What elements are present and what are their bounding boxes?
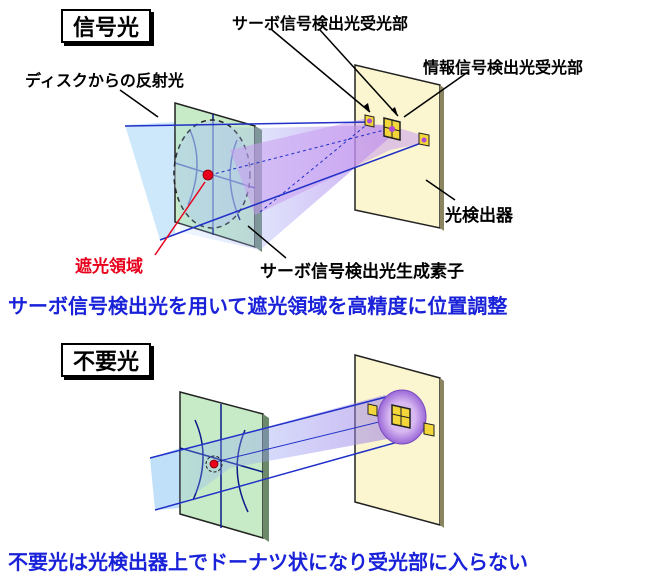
title-signal-light: 信号光 — [61, 9, 151, 43]
incoming-light-bottom — [150, 448, 180, 510]
info-receiver — [383, 117, 401, 141]
label-servo-receiver: サーボ信号検出光受光部 — [232, 14, 409, 33]
incoming-light-top — [125, 122, 175, 240]
label-reflected-light: ディスクからの反射光 — [25, 71, 184, 90]
servo-receiver-right — [418, 132, 430, 147]
caption-bottom: 不要光は光検出器上でドーナツ状になり受光部に入らない — [8, 550, 528, 574]
blocking-region-dot — [202, 169, 214, 181]
caption-top: サーボ信号検出光を用いて遮光領域を高精度に位置調整 — [8, 294, 508, 318]
servo-receiver-left — [364, 114, 375, 128]
label-servo-element: サーボ信号検出光生成素子 — [260, 262, 464, 282]
label-blocking-region: 遮光領域 — [75, 257, 143, 277]
title-unwanted-light: 不要光 — [61, 343, 151, 377]
label-info-receiver: 情報信号検出光受光部 — [423, 58, 584, 77]
beam-bottom — [180, 395, 425, 505]
label-detector: 光検出器 — [445, 206, 513, 226]
donut-spot — [367, 389, 435, 445]
